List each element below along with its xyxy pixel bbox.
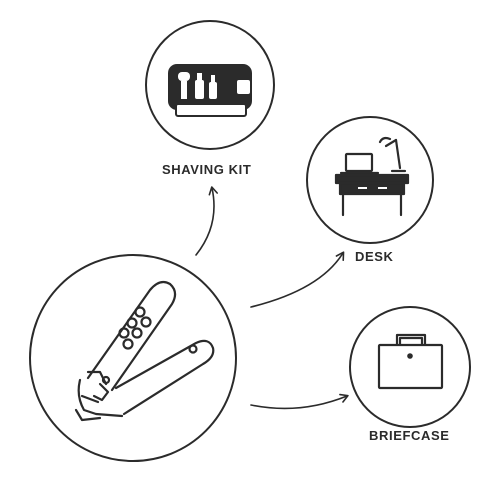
desk-label: DESK [355,249,394,264]
briefcase-lock-icon [407,353,413,359]
briefcase-label: BRIEFCASE [369,428,450,443]
briefcase-node [349,306,471,428]
briefcase-icon [377,333,444,390]
desk-icon [334,136,410,217]
arrow-to-shaving-kit [195,186,218,256]
shaving-kit-label: SHAVING KIT [162,162,252,177]
nail-clipper-icon [74,280,215,422]
shaving-kit-node [145,20,275,150]
center-node [29,254,237,462]
shaving-kit-icon [168,64,252,117]
desk-node [306,116,434,244]
arrow-to-briefcase [250,393,349,410]
arrow-to-desk [250,251,345,308]
